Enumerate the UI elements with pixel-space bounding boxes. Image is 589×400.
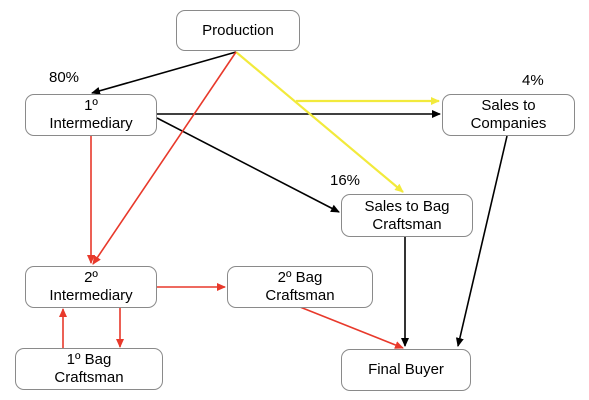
arrow-production-to-intermediary2 [92,51,237,265]
arrow-production-to-intermediary1 [91,51,237,95]
node-bag-craftsman1: 1º Bag Craftsman [15,348,163,390]
node-final-buyer: Final Buyer [341,349,471,391]
node-label-line2: Intermediary [49,115,133,132]
percentage-sales-bag-craftsman: 16% [330,172,361,189]
node-label-line1: 2º Bag [277,269,323,286]
arrow-production-to-sales-bag-craftsman [235,51,404,193]
node-sales-bag-craftsman: Sales to Bag Craftsman [341,194,473,237]
node-label-line2: Intermediary [49,287,133,304]
node-label-line2: Companies [470,115,547,132]
percentage-intermediary1: 80% [49,69,80,86]
node-intermediary2: 2º Intermediary [25,266,157,308]
node-label-line1: 1º [84,97,98,114]
node-label-line2: Craftsman [372,215,442,233]
node-label: Production [202,21,274,39]
node-bag-craftsman2: 2º Bag Craftsman [227,266,373,308]
arrow-sales-companies-to-final-buyer [455,135,508,347]
node-production: Production [176,10,300,51]
percentage-sales-companies: 4% [522,72,544,89]
node-intermediary1: 1º Intermediary [25,94,157,136]
arrow-intermediary1-to-sales-bag-craftsman [156,117,340,213]
node-label-line1: 2º [84,269,98,286]
node-label-line1: Sales to [481,97,536,114]
node-label-line1: 1º Bag [66,351,112,368]
arrow-bag-craftsman2-to-final-buyer [299,306,404,349]
node-label-line2: Craftsman [265,287,335,304]
node-label-line2: Craftsman [54,369,124,386]
node-label: Final Buyer [368,361,444,378]
node-label-line1: Sales to Bag [364,197,450,215]
node-sales-companies: Sales to Companies [442,94,575,136]
